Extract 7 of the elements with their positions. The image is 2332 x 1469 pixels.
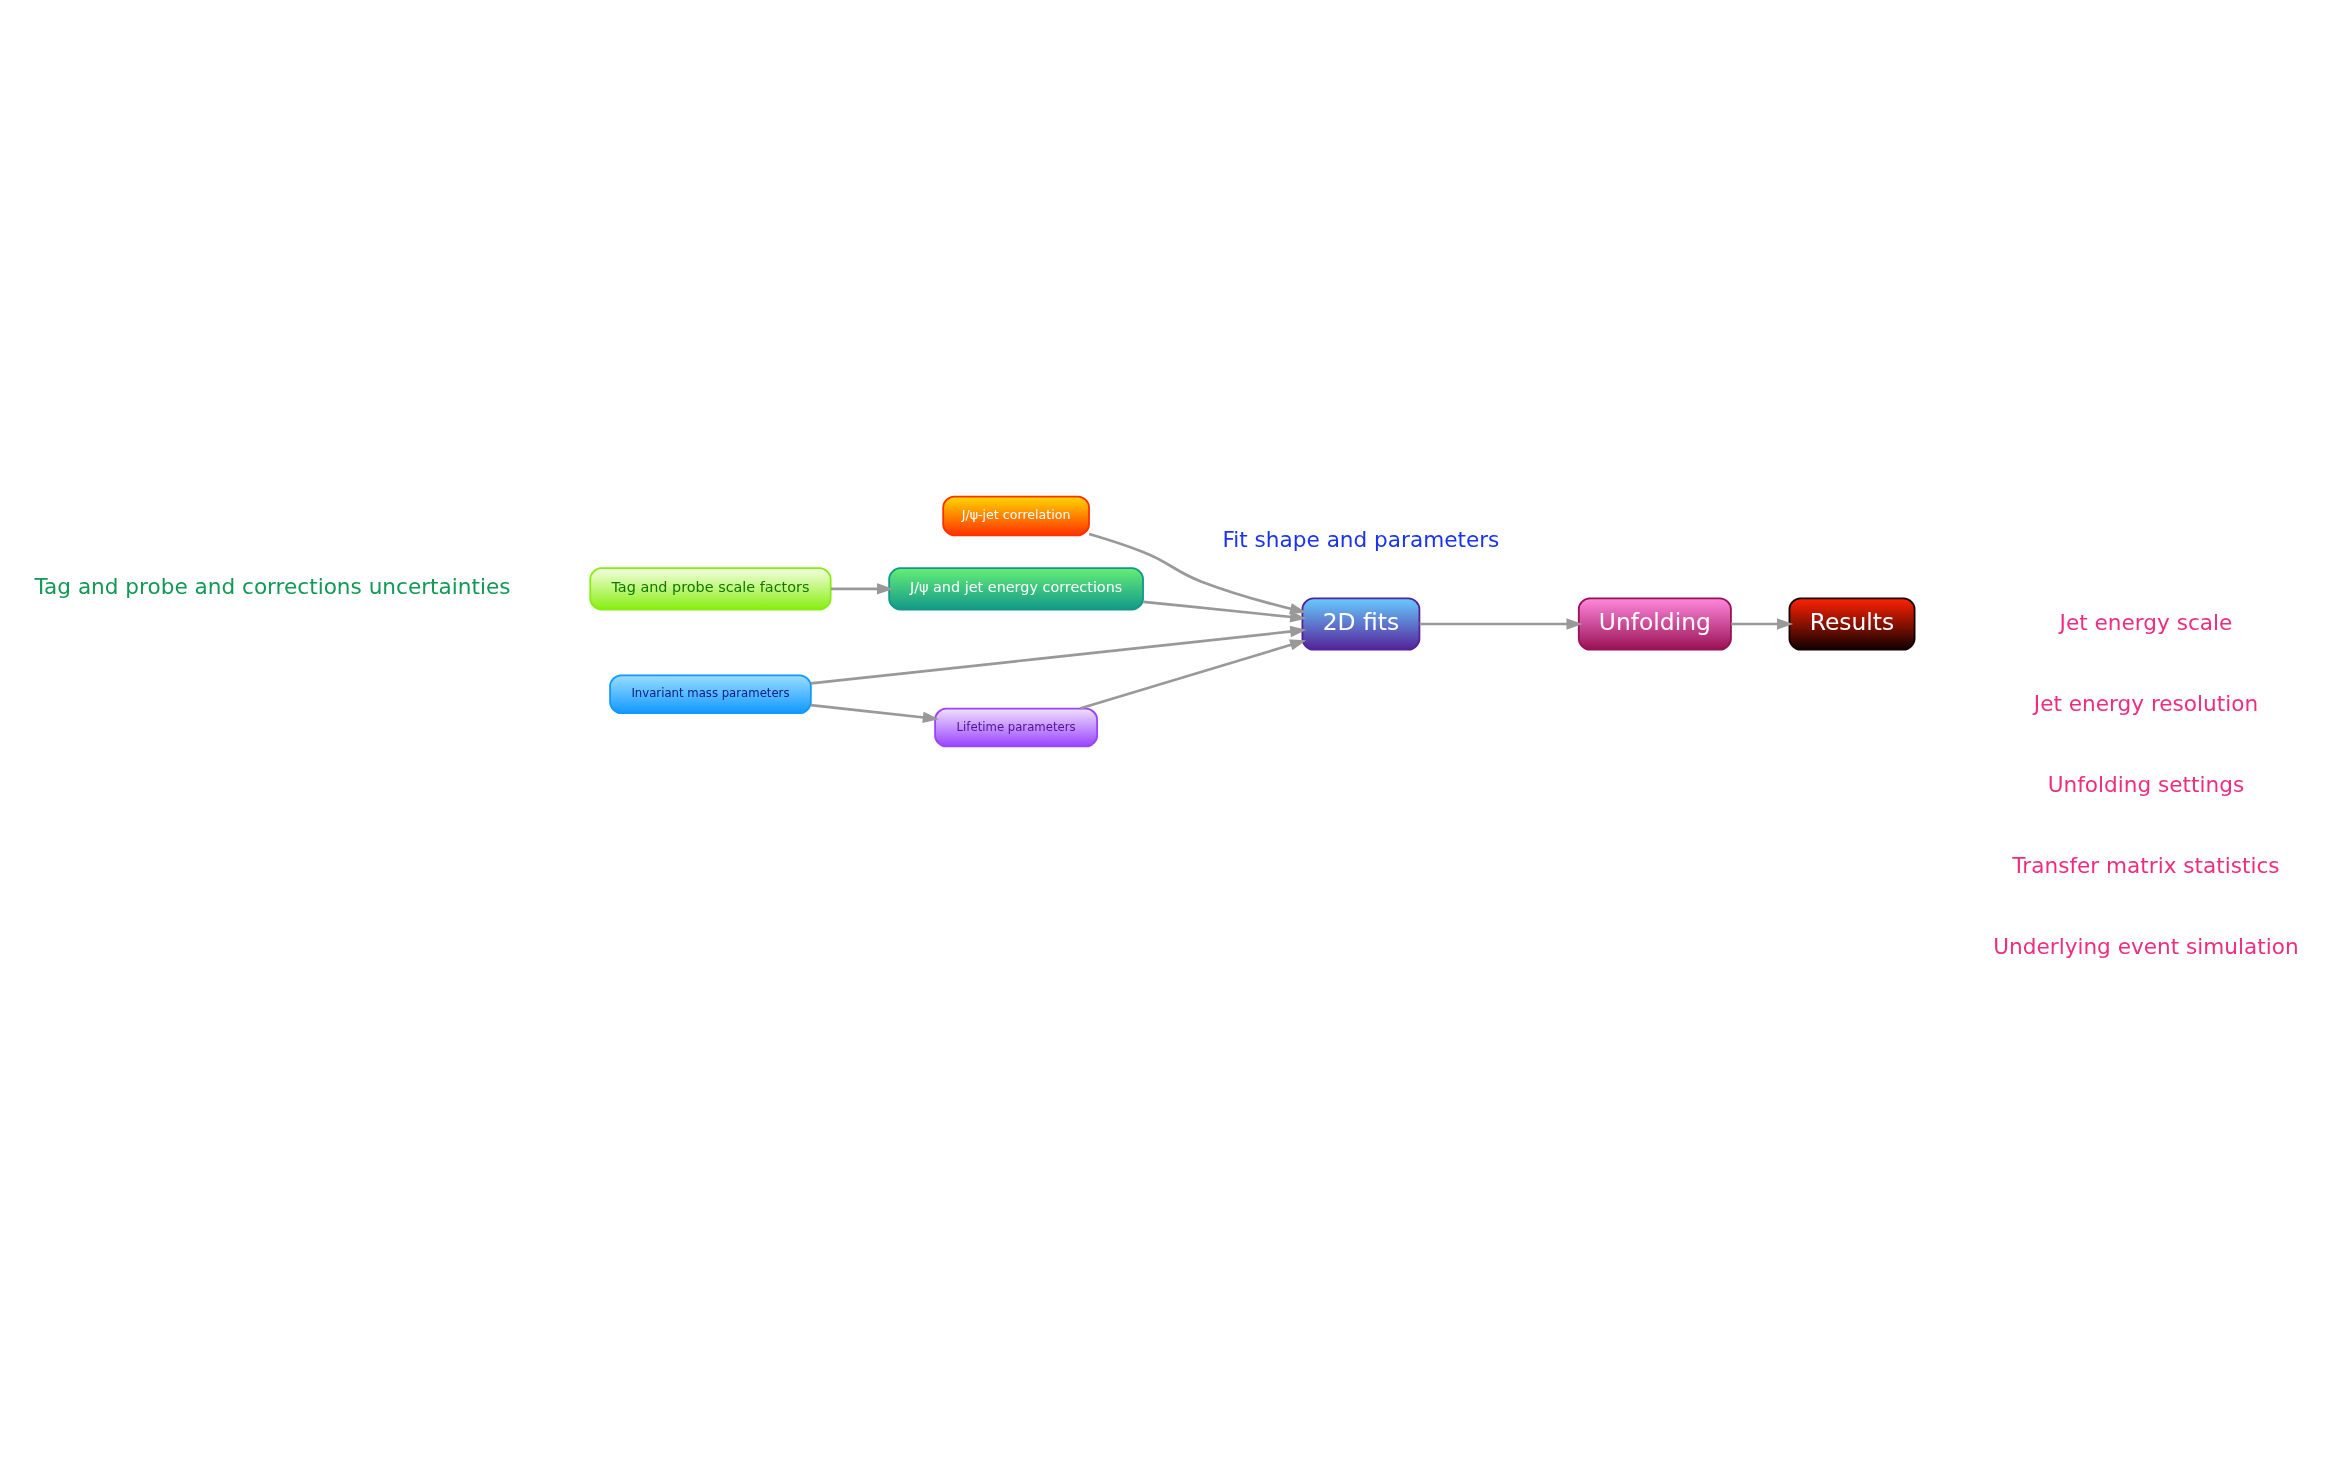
label: Tag and probe and corrections uncertainties: [34, 574, 511, 600]
label: Fit shape and parameters: [1222, 526, 1500, 552]
label: Unfolding settings: [2047, 771, 2245, 797]
label: Jet energy scale: [2059, 609, 2233, 635]
label: Underlying event simulation: [1993, 933, 2299, 959]
label: Jet energy resolution: [2033, 690, 2259, 716]
label: Transfer matrix statistics: [2012, 852, 2280, 878]
